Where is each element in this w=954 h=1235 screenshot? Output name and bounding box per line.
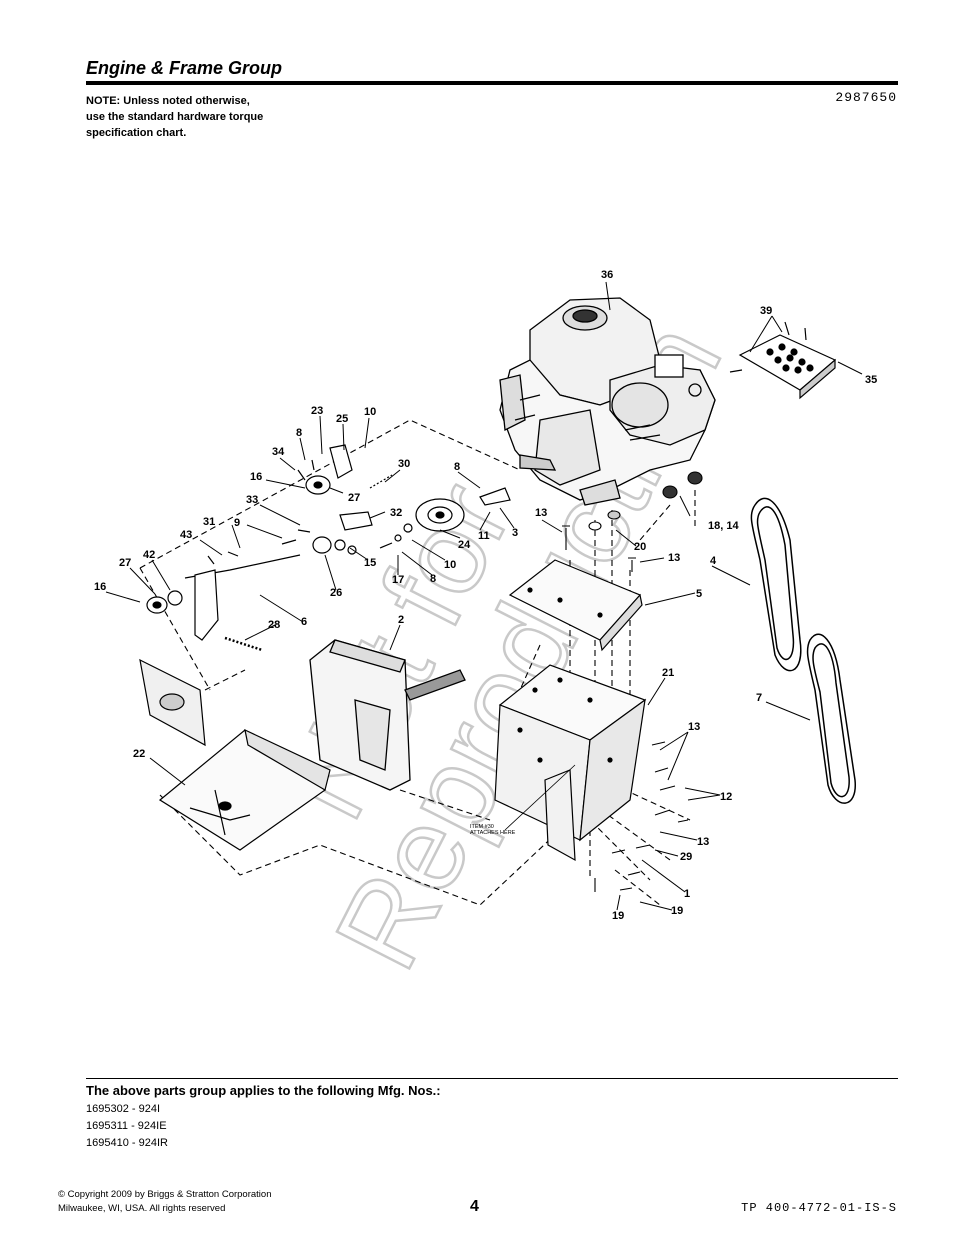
callout-10: 10	[364, 406, 376, 418]
chute-housing	[309, 639, 466, 791]
callout-5: 5	[696, 588, 702, 600]
callout-10: 10	[444, 559, 456, 571]
callout-21: 21	[662, 667, 674, 679]
heat-shield-plate	[729, 321, 837, 400]
callout-34: 34	[272, 446, 285, 458]
callout-33: 33	[246, 494, 258, 506]
page-number: 4	[470, 1198, 479, 1215]
callout-42: 42	[143, 549, 155, 561]
callout-19: 19	[612, 910, 624, 922]
callout-43: 43	[180, 529, 192, 541]
callout-29: 29	[680, 851, 692, 863]
callout-3: 3	[512, 527, 518, 539]
bottom-pan	[158, 728, 331, 851]
callout-18-14: 18, 14	[708, 520, 739, 532]
callout-13: 13	[668, 552, 680, 564]
note-line: use the standard hardware torque	[86, 111, 264, 123]
callout-16: 16	[250, 471, 262, 483]
drive-belts	[750, 497, 856, 804]
callout-13: 13	[697, 836, 709, 848]
callout-35: 35	[865, 374, 877, 386]
callout-leaders	[105, 281, 863, 911]
mfg-number-item: 1695410 - 924IR	[86, 1137, 168, 1149]
mfg-number-item: 1695311 - 924IE	[86, 1120, 167, 1132]
callout-27: 27	[119, 557, 131, 569]
callout-15: 15	[364, 557, 376, 569]
engine-illustration	[499, 297, 716, 506]
callout-1: 1	[684, 888, 690, 900]
callout-numbers: 36 39 35 23 25 10 8 34 30 16 27 8 33 32 …	[94, 269, 877, 922]
callout-17: 17	[392, 574, 404, 586]
callout-8: 8	[454, 461, 460, 473]
annotation-line: ATTACHES HERE	[470, 830, 516, 836]
callout-39: 39	[760, 305, 772, 317]
callout-30: 30	[398, 458, 410, 470]
callout-31: 31	[203, 516, 215, 528]
callout-27: 27	[348, 492, 360, 504]
callout-11: 11	[478, 530, 490, 542]
callout-8: 8	[430, 573, 436, 585]
callout-13: 13	[688, 721, 700, 733]
copyright-notice: © Copyright 2009 by Briggs & Stratton Co…	[58, 1188, 271, 1216]
title-divider	[86, 81, 898, 85]
note-line: specification chart.	[86, 127, 187, 139]
callout-26: 26	[330, 587, 342, 599]
applies-heading: The above parts group applies to the fol…	[86, 1083, 441, 1098]
footer-divider	[86, 1078, 898, 1079]
callout-20: 20	[634, 541, 646, 553]
document-code: TP 400-4772-01-IS-S	[741, 1201, 897, 1215]
callout-16: 16	[94, 581, 106, 593]
callout-32: 32	[390, 507, 402, 519]
callout-2: 2	[398, 614, 404, 626]
callout-9: 9	[234, 517, 240, 529]
callout-4: 4	[710, 555, 717, 567]
idler-bracket-assembly	[139, 444, 511, 747]
callout-23: 23	[311, 405, 323, 417]
callout-19: 19	[671, 905, 683, 917]
callout-12: 12	[720, 791, 732, 803]
callout-24: 24	[458, 539, 471, 551]
frame-plates	[494, 559, 647, 862]
diagram-number: 2987650	[835, 90, 897, 105]
callout-7: 7	[756, 692, 762, 704]
copyright-line: Milwaukee, WI, USA. All rights reserved	[58, 1203, 226, 1214]
callout-8: 8	[296, 427, 302, 439]
hardware-bolts	[562, 471, 703, 892]
note-line: NOTE: Unless noted otherwise,	[86, 95, 250, 107]
mfg-number-item: 1695302 - 924I	[86, 1103, 161, 1115]
torque-note: NOTE: Unless noted otherwise, use the st…	[86, 93, 346, 141]
callout-22: 22	[133, 748, 145, 760]
callout-6: 6	[301, 616, 307, 628]
callout-28: 28	[268, 619, 280, 631]
annotation-line: ITEM #30	[470, 824, 494, 830]
annotation-leader	[504, 764, 576, 831]
callout-25: 25	[336, 413, 348, 425]
page-title: Engine & Frame Group	[86, 58, 283, 78]
copyright-line: © Copyright 2009 by Briggs & Stratton Co…	[58, 1189, 272, 1200]
mfg-number-list: 1695302 - 924I 1695311 - 924IE 1695410 -…	[86, 1101, 168, 1152]
callout-36: 36	[601, 269, 613, 281]
callout-13: 13	[535, 507, 547, 519]
